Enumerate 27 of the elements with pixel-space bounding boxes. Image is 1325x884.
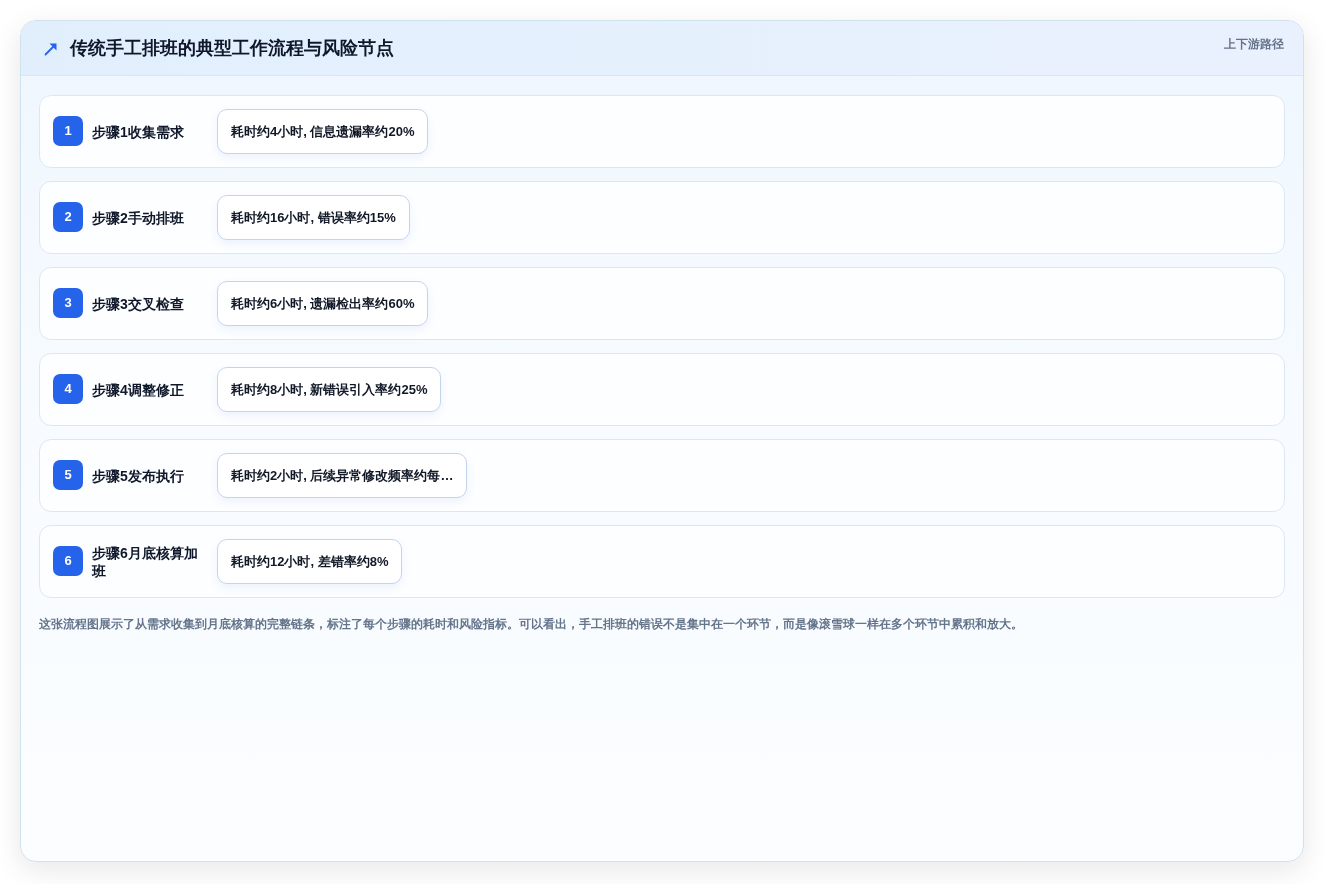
caption-text: 这张流程图展示了从需求收集到月底核算的完整链条，标注了每个步骤的耗时和风险指标。可以看出，手工排班的错误不是集中在一个环节，而是像滚雪球一样在多个环节中累积和放大。 xyxy=(39,616,1023,632)
metric-chip: 耗时约6小时, 遗漏检出率约60% xyxy=(217,281,429,326)
step-row xyxy=(39,95,1285,168)
step-number-badge: 5 xyxy=(53,460,83,490)
metric-chip: 耗时约12小时, 差错率约8% xyxy=(217,539,403,584)
step-name: 步骤2手动排班 xyxy=(92,208,184,227)
step-name: 步骤3交叉检查 xyxy=(92,294,184,313)
metric-chip: 耗时约8小时, 新错误引入率约25% xyxy=(217,367,442,412)
step-number-badge: 3 xyxy=(53,288,83,318)
header-note: 上下游路径 xyxy=(1224,36,1284,52)
step-row xyxy=(39,181,1285,254)
step-number-badge: 1 xyxy=(53,116,83,146)
diagram-title: 传统手工排班的典型工作流程与风险节点 xyxy=(70,37,394,60)
step-name: 步骤6月底核算加班 xyxy=(92,543,199,580)
step-name: 步骤4调整修正 xyxy=(92,380,184,399)
step-row xyxy=(39,525,1285,598)
metric-chip: 耗时约2小时, 后续异常修改频率约每… xyxy=(217,453,468,498)
step-row xyxy=(39,267,1285,340)
step-number-badge: 6 xyxy=(53,546,83,576)
step-row xyxy=(39,439,1285,512)
step-number-badge: 2 xyxy=(53,202,83,232)
metric-chip: 耗时约4小时, 信息遗漏率约20% xyxy=(217,109,429,154)
metric-chip: 耗时约16小时, 错误率约15% xyxy=(217,195,410,240)
step-name: 步骤5发布执行 xyxy=(92,466,184,485)
step-number-badge: 4 xyxy=(53,374,83,404)
step-row xyxy=(39,353,1285,426)
step-name: 步骤1收集需求 xyxy=(92,122,184,141)
